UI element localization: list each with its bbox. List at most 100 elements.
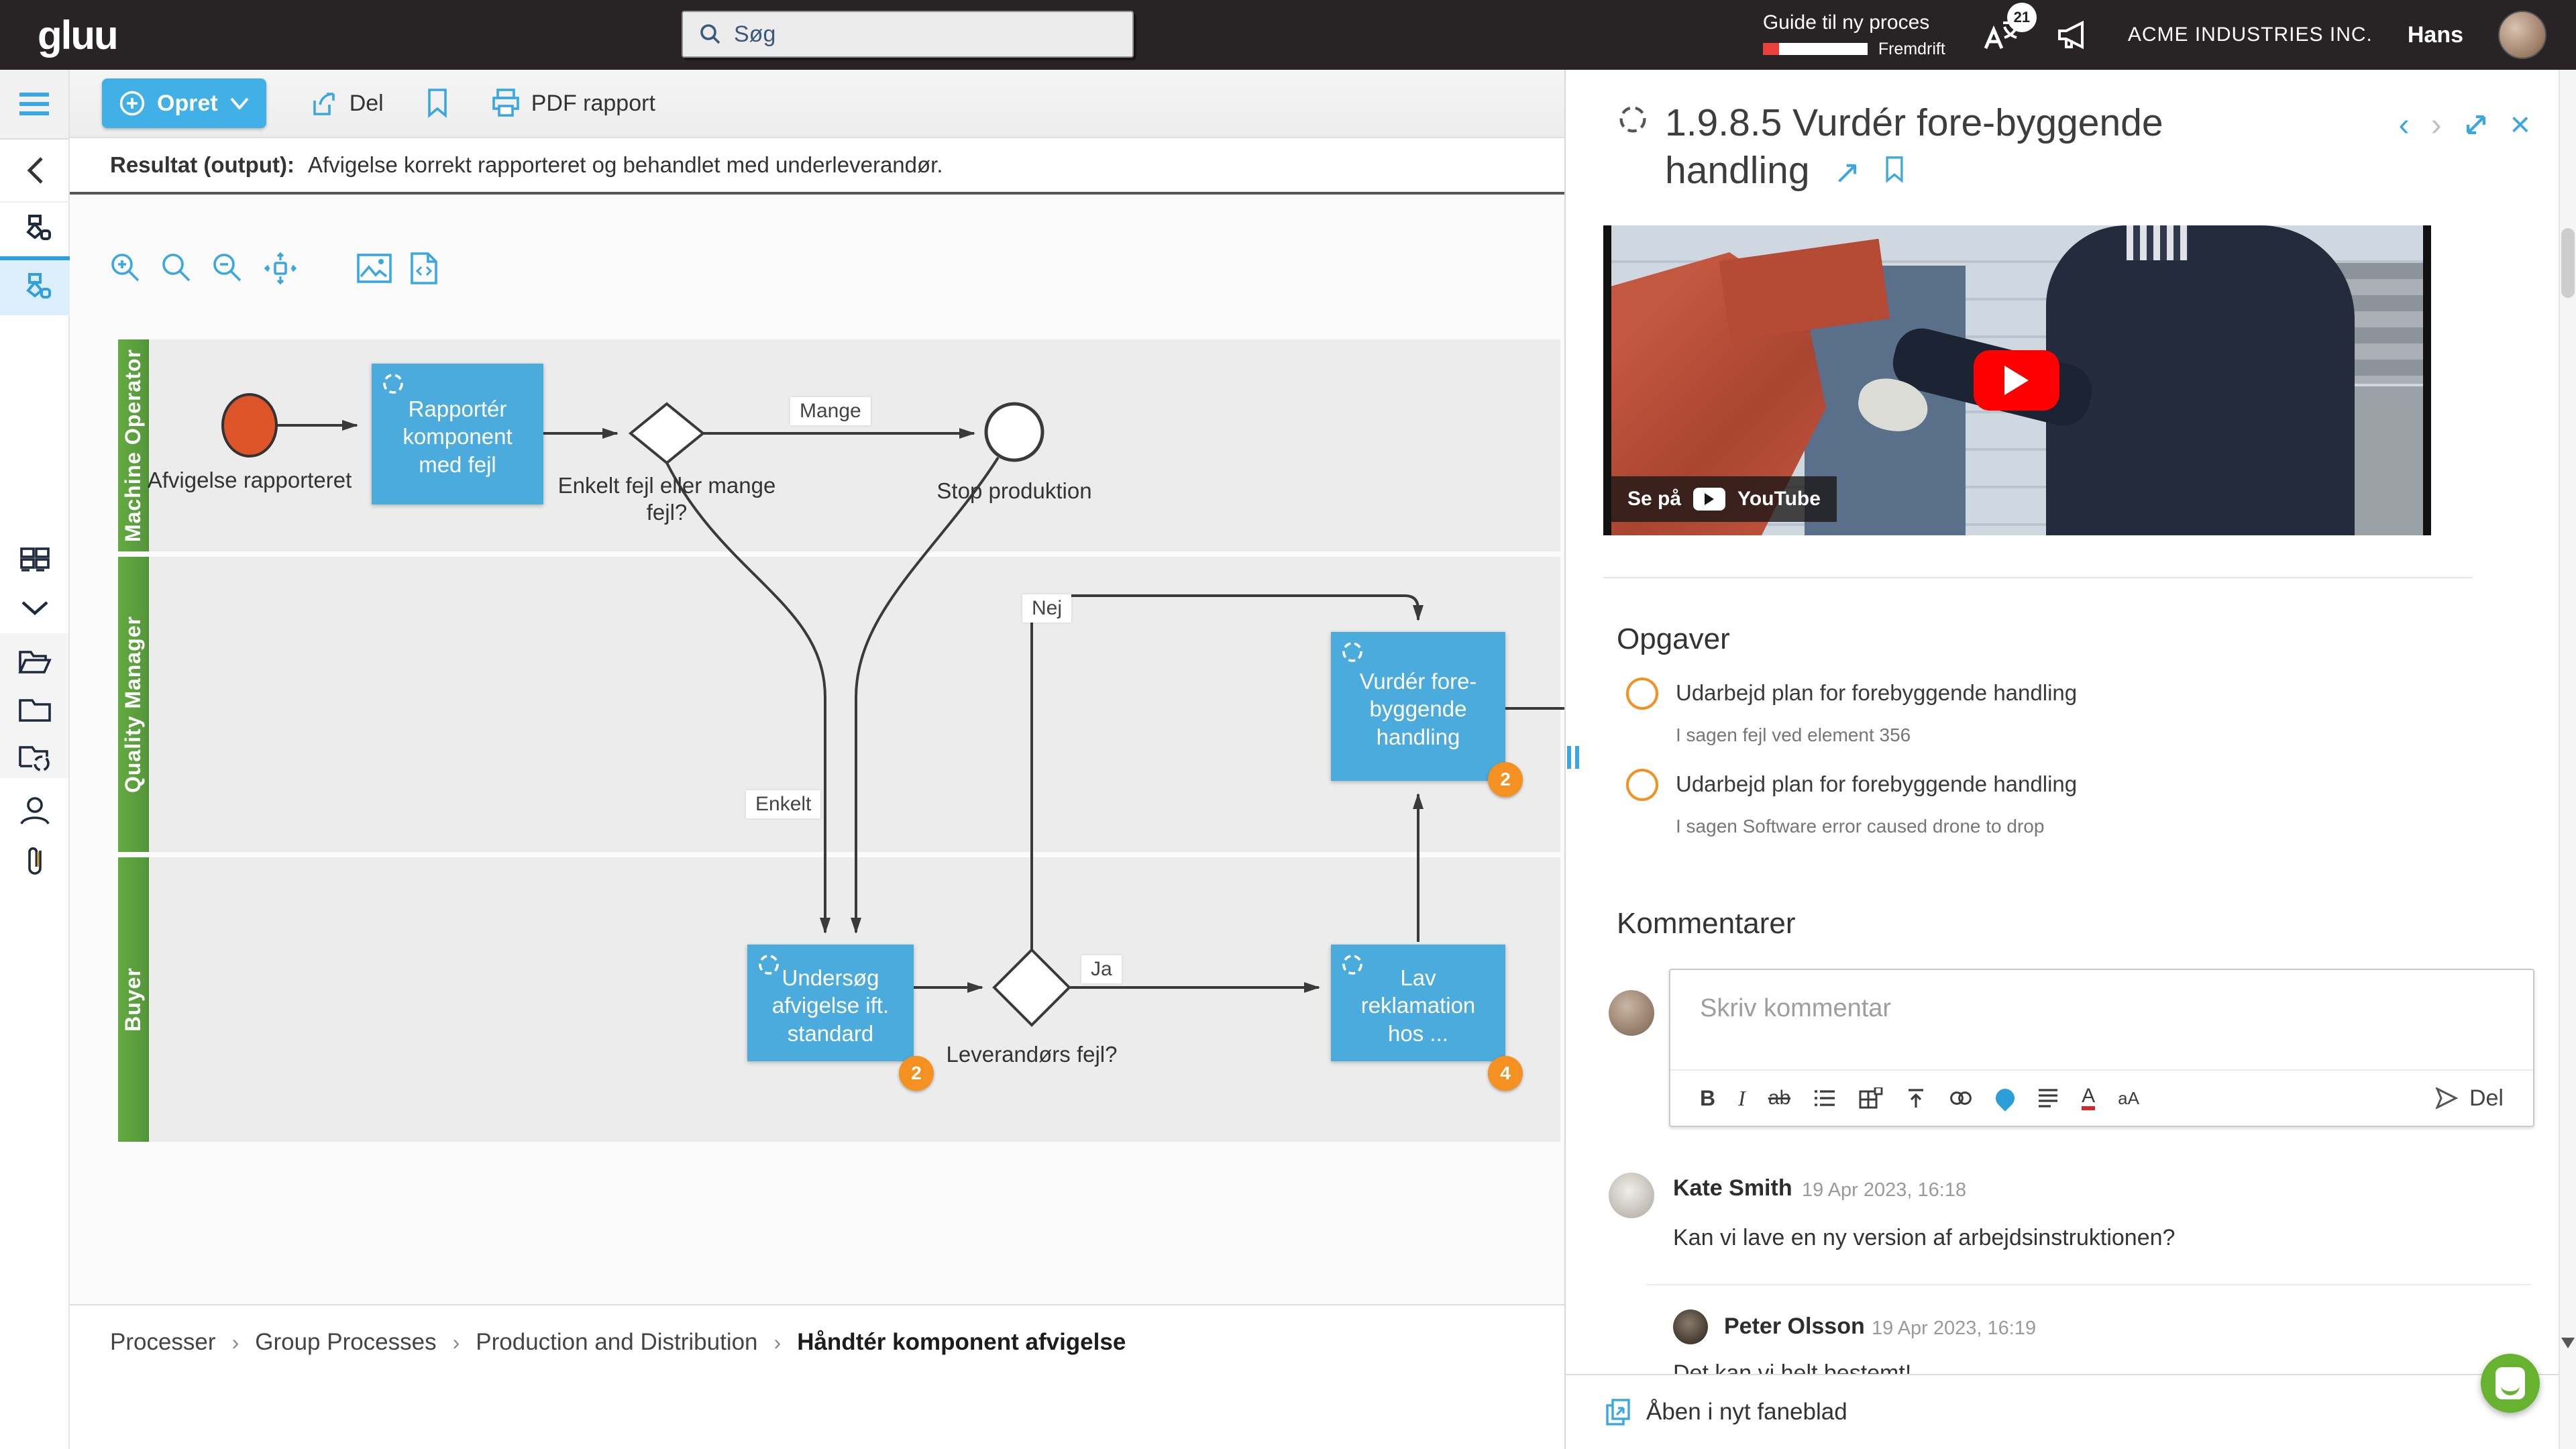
task-vurder-forebyggende[interactable]: Vurdér fore-byggende handling [1331,632,1505,781]
chat-bubble-icon [2496,1367,2525,1399]
link-button[interactable] [1949,1089,1973,1108]
task-rapporter-komponent[interactable]: Rapportér komponent med fejl [372,364,543,504]
video-embed[interactable]: Se på YouTube [1603,225,2431,535]
pdf-report-button[interactable]: PDF rapport [491,89,655,118]
close-icon[interactable]: × [2510,105,2530,144]
folder-icon [19,699,51,722]
task-lav-reklamation[interactable]: Lav reklamation hos ... [1331,945,1505,1061]
zoom-in-icon[interactable] [110,252,142,284]
font-color-button[interactable]: A [2082,1086,2096,1110]
folder-button[interactable] [0,687,70,733]
task-sub: I sagen Software error caused drone to d… [1676,816,2045,837]
share-button[interactable]: Del [309,89,384,118]
bold-button[interactable]: B [1700,1085,1716,1110]
progress-bar [1762,43,1868,55]
italic-button[interactable]: I [1738,1085,1746,1110]
table-button[interactable] [1859,1087,1883,1109]
external-link-icon[interactable]: ↗ [1833,155,1861,191]
printer-icon [492,89,519,117]
tasks-heading: Opgaver [1617,623,1730,655]
guide-progress[interactable]: Guide til ny proces Fremdrift [1762,11,1945,59]
breadcrumb-separator: › [773,1330,782,1354]
chat-widget-button[interactable] [2481,1354,2540,1413]
export-image-icon[interactable] [357,254,392,283]
panel-resize-handle[interactable] [1567,746,1579,769]
folder-sync-button[interactable] [0,735,70,781]
task-label[interactable]: Udarbejd plan for forebyggende handling [1676,680,2078,705]
top-navbar: gluu Søg Guide til ny proces Fremdrift 2… [0,0,2576,70]
zoom-out-icon[interactable] [212,252,244,284]
scrollbar-down-arrow[interactable] [2561,1338,2575,1348]
user-avatar[interactable] [2498,11,2546,59]
task-undersog-badge[interactable]: 2 [899,1056,934,1091]
breadcrumb-separator: › [452,1330,460,1354]
create-button[interactable]: Opret [102,78,266,128]
cloud-drop-button[interactable] [1992,1085,2019,1112]
scrollbar-thumb[interactable] [2561,228,2575,298]
list-button[interactable] [1813,1089,1836,1108]
translate-button[interactable]: 21 [1980,3,2037,55]
comment-author[interactable]: Kate Smith [1673,1175,1792,1201]
loop-icon [1617,99,1665,147]
comment-timestamp: 19 Apr 2023, 16:19 [1872,1318,2037,1339]
result-value: Afvigelse korrekt rapporteret og behandl… [307,152,943,177]
strikethrough-button[interactable]: ab [1768,1087,1791,1109]
task-vurder-badge[interactable]: 2 [1488,762,1523,797]
comment-timestamp: 19 Apr 2023, 16:18 [1802,1179,1967,1201]
comment-author[interactable]: Peter Olsson [1724,1313,1865,1339]
panel-scrollbar[interactable] [2559,70,2576,1449]
breadcrumb-separator: › [231,1330,239,1354]
export-file-icon[interactable] [411,252,437,284]
plus-circle-icon [119,91,145,116]
company-name[interactable]: ACME INDUSTRIES INC. [2127,23,2373,46]
announcements-button[interactable] [2055,19,2093,51]
process-view-button[interactable] [0,203,70,256]
menu-button[interactable] [0,70,68,140]
expand-icon[interactable] [2463,112,2489,138]
open-folder-button[interactable] [0,639,70,684]
task-label[interactable]: Udarbejd plan for forebyggende handling [1676,771,2078,796]
upload-button[interactable] [1906,1087,1926,1109]
comment-avatar [1609,1173,1654,1218]
breadcrumb-item[interactable]: Production and Distribution [476,1329,758,1355]
task-status-circle[interactable] [1626,769,1658,801]
search-input[interactable]: Søg [682,11,1134,58]
open-new-tab-button[interactable]: Åben i nyt faneblad [1566,1374,2576,1449]
comment-text: Kan vi lave en ny version af arbejdsinst… [1673,1225,2176,1250]
watch-on-youtube-badge[interactable]: Se på YouTube [1611,476,1837,522]
open-new-tab-icon [1606,1399,1630,1426]
youtube-play-button[interactable] [1974,350,2059,411]
task-lav-badge[interactable]: 4 [1488,1056,1523,1091]
collapse-button[interactable] [0,588,70,628]
send-comment-button[interactable]: Del [2434,1085,2504,1112]
comment-composer[interactable]: Skriv kommentar B I ab A aA Del [1669,969,2534,1127]
next-button[interactable]: › [2430,107,2442,143]
font-size-button[interactable]: aA [2118,1087,2139,1108]
gateway2-label: Leverandørs fejl? [946,1042,1118,1067]
flow-label-mange: Mange [790,397,871,425]
flow-label-ja: Ja [1081,955,1122,983]
share-icon [313,93,335,115]
breadcrumb-item[interactable]: Processer [110,1329,216,1355]
people-button[interactable] [0,786,70,835]
bookmark-icon[interactable] [1884,147,1904,195]
pdf-report-label: PDF rapport [531,90,655,116]
back-button[interactable] [0,140,70,203]
gluu-logo[interactable]: gluu [38,12,119,58]
zoom-reset-icon[interactable] [161,252,193,284]
lane-label-machine-operator: Machine Operator [118,339,149,551]
prev-button[interactable]: ‹ [2398,107,2410,143]
megaphone-icon [2057,20,2084,50]
loop-icon [759,955,779,975]
bookmark-button[interactable] [427,89,448,118]
matrix-view-button[interactable] [0,539,70,585]
youtube-icon [1693,488,1726,511]
attachments-button[interactable] [0,837,70,885]
breadcrumb-item[interactable]: Group Processes [255,1329,437,1355]
flow-label-nej: Nej [1022,594,1072,623]
process-map-selected-button[interactable] [0,256,70,315]
task-undersog-afvigelse[interactable]: Undersøg afvigelse ift. standard [747,945,914,1061]
task-status-circle[interactable] [1626,678,1658,710]
align-button[interactable] [2037,1089,2059,1108]
pan-fit-icon[interactable] [263,252,298,284]
